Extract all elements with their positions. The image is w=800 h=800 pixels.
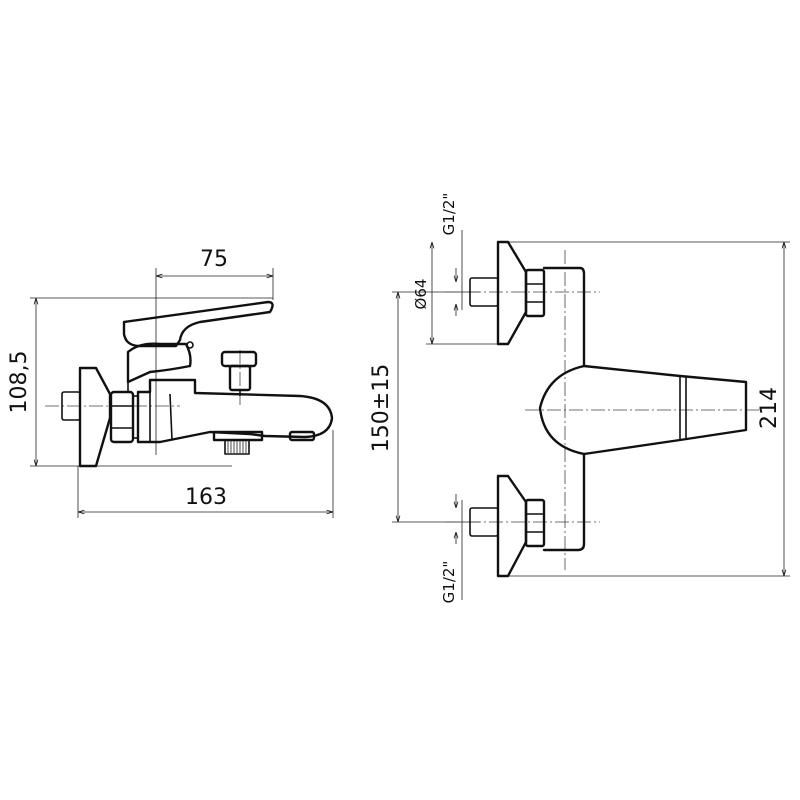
dim-label-163: 163 bbox=[185, 485, 227, 510]
dim-label-thread-bottom: G1/2" bbox=[440, 561, 458, 604]
side-view bbox=[30, 268, 334, 518]
dim-label-108-5: 108,5 bbox=[7, 351, 32, 414]
dim-label-214: 214 bbox=[757, 387, 782, 429]
dim-label-thread-top: G1/2" bbox=[440, 193, 458, 236]
front-view bbox=[392, 230, 790, 600]
dim-label-150: 150±15 bbox=[369, 364, 394, 452]
dim-label-diameter: Ø64 bbox=[412, 279, 430, 310]
dim-label-75: 75 bbox=[200, 247, 228, 272]
